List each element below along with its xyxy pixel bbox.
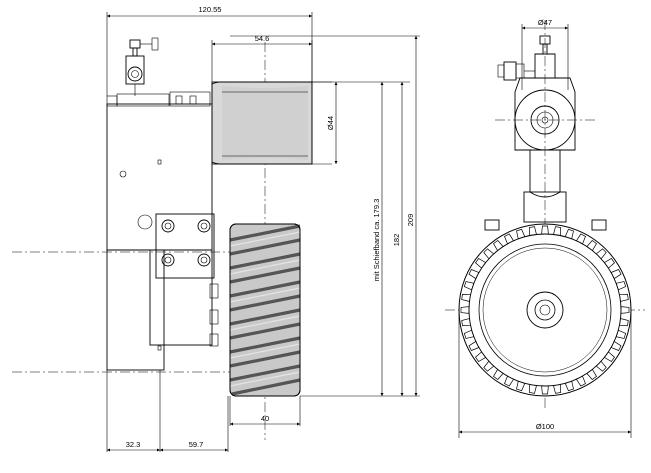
dim-sleeve-diameter: Ø44 — [326, 116, 335, 130]
bolt-3 — [161, 253, 175, 267]
wheel-tooth — [460, 306, 470, 314]
dim-height-182: 182 — [392, 234, 401, 247]
hole-small — [119, 170, 127, 178]
wheel-tooth — [620, 306, 630, 314]
mounting-plate — [155, 213, 219, 347]
wheel-tooth — [541, 385, 549, 395]
front-upper-head — [514, 77, 576, 223]
lug-left — [484, 219, 500, 231]
dim-height-209: 209 — [406, 214, 415, 227]
hole-large — [137, 214, 153, 230]
air-fitting — [125, 37, 159, 96]
wheel-tooth — [541, 225, 549, 235]
dim-top-diameter: Ø47 — [538, 18, 552, 27]
dim-offset-left: 32.3 — [126, 440, 141, 449]
bolt-4 — [197, 253, 211, 267]
front-view: Ø47 Ø100 — [445, 18, 645, 438]
dim-offset-mid: 59.7 — [189, 440, 204, 449]
bolt-1 — [161, 219, 175, 233]
lug-right — [591, 219, 607, 231]
housing — [106, 91, 213, 371]
dim-shaft-height: mit Schiefband ca. 179.3 — [372, 199, 381, 282]
dim-wheel-diameter: Ø100 — [536, 422, 554, 431]
front-air-fitting — [497, 35, 556, 81]
front-tread-wheel — [458, 223, 632, 397]
tread-roller — [229, 223, 301, 426]
dim-overall-width: 120.55 — [199, 5, 222, 14]
dim-sleeve-width: 54.6 — [255, 34, 270, 43]
side-view: 120.55 54.6 Ø44 mit Schiefband ca. 179.3… — [12, 5, 420, 452]
bolt-2 — [197, 219, 211, 233]
dim-wheel-width: 40 — [261, 414, 269, 423]
upper-sleeve — [211, 81, 332, 165]
